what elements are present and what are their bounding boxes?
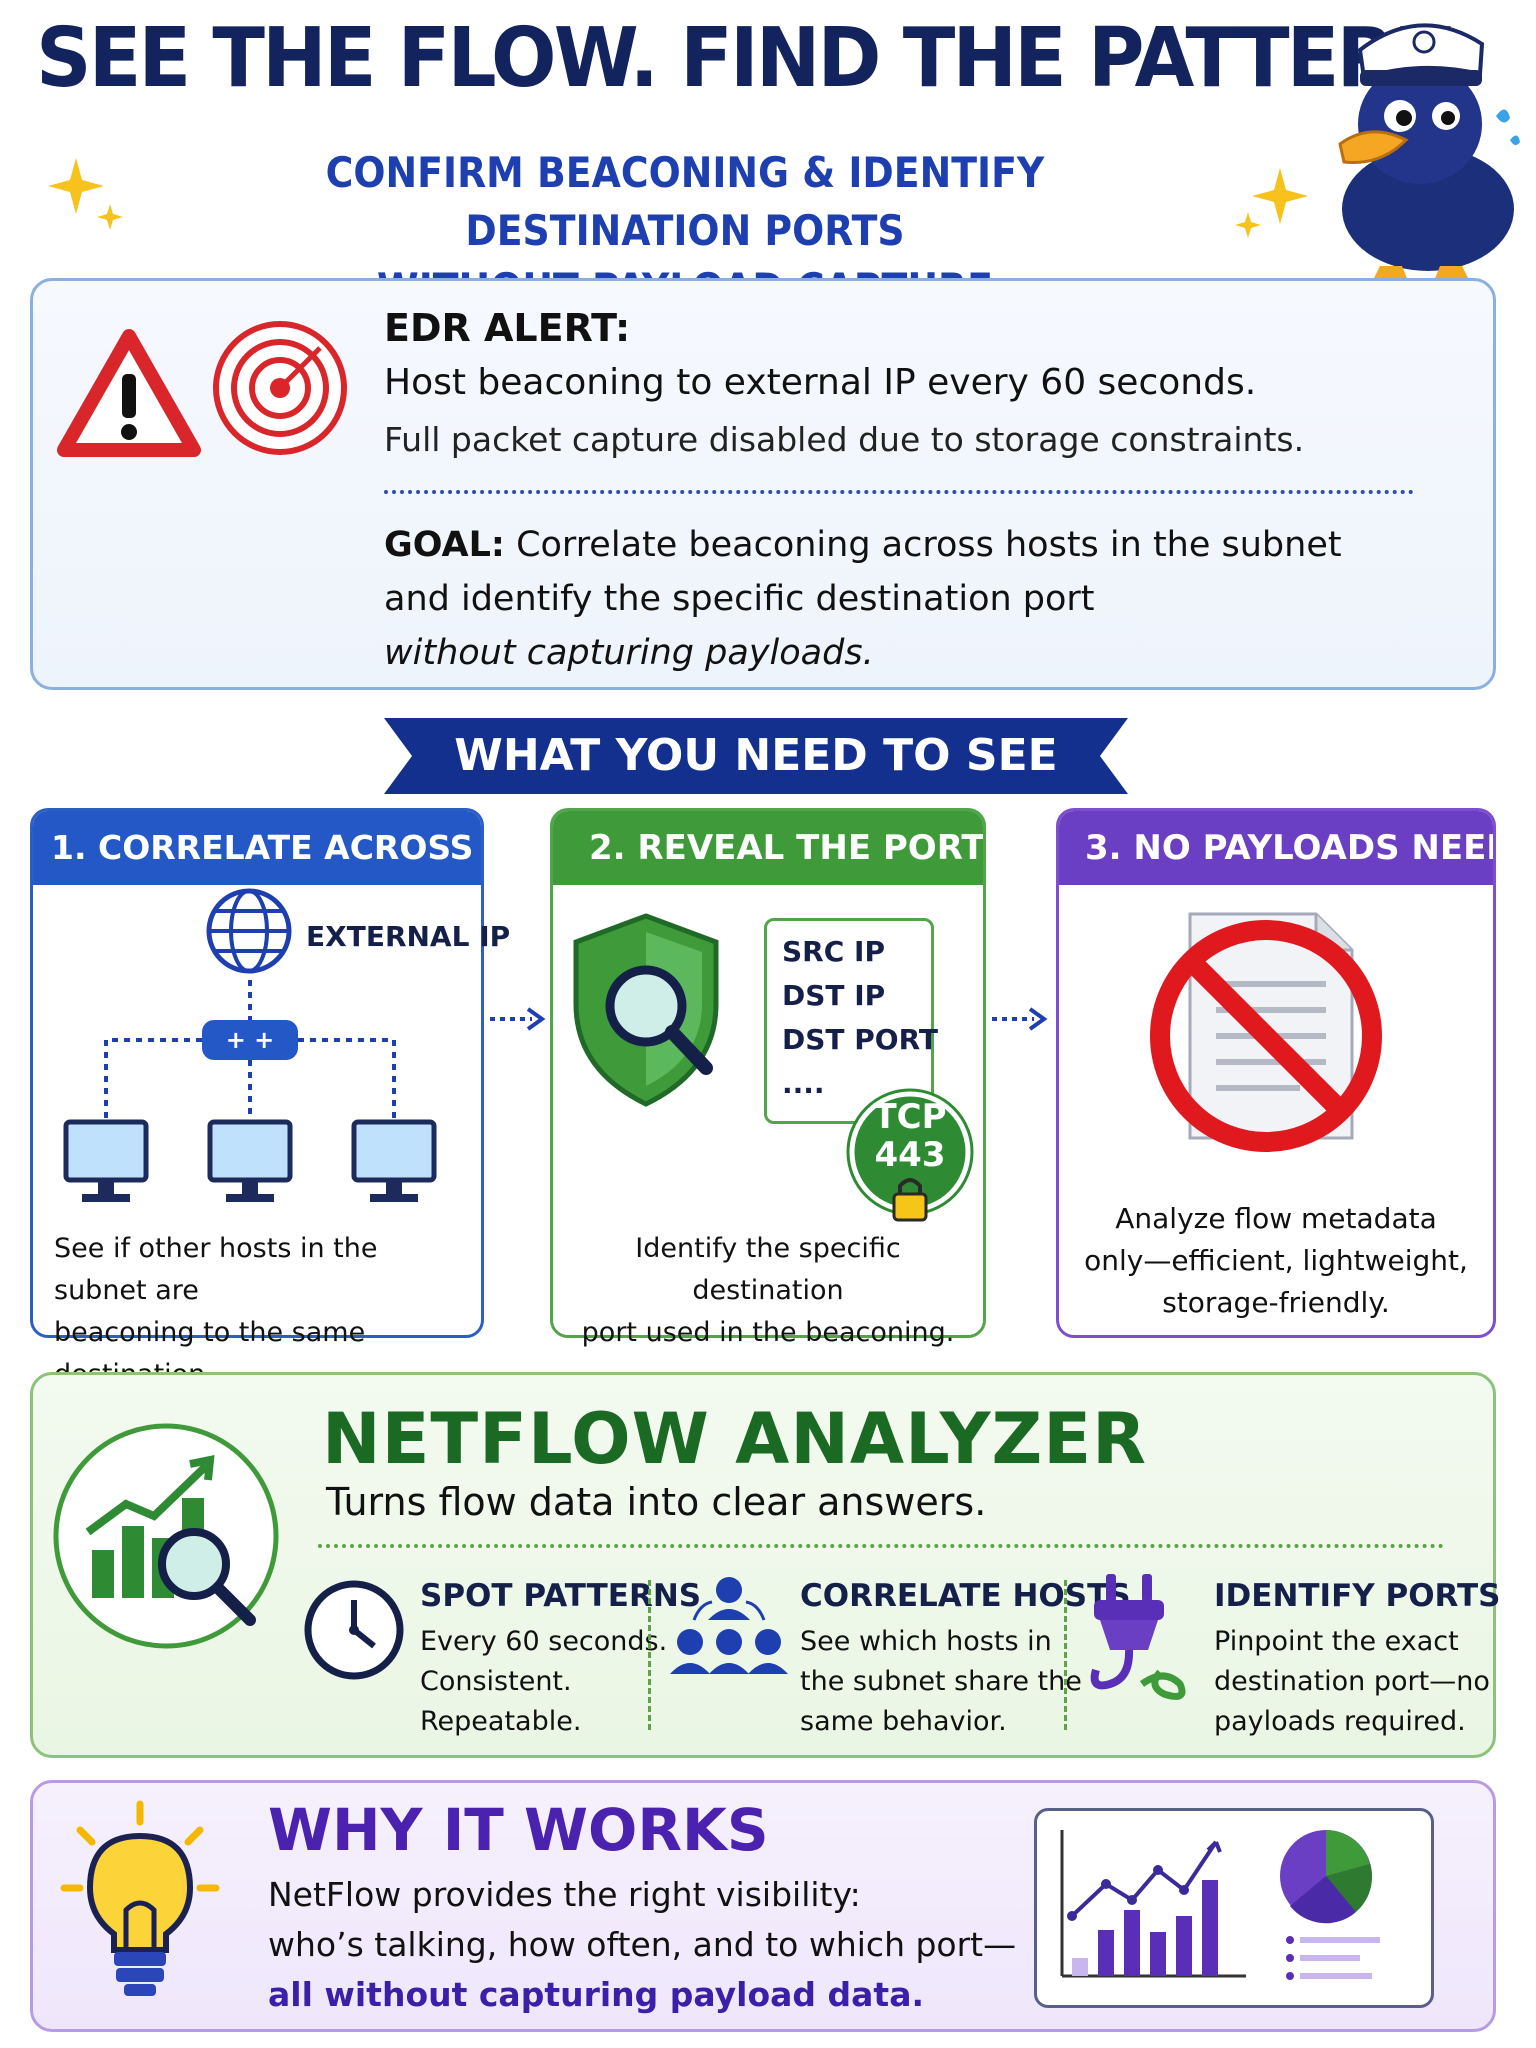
globe-icon bbox=[206, 888, 292, 974]
badge-port: 443 bbox=[874, 1135, 946, 1175]
lock-icon bbox=[892, 1178, 928, 1222]
card-3-description: Analyze flow metadata only—efficient, li… bbox=[1060, 1198, 1492, 1324]
flow-fields-list: SRC IP DST IP DST PORT .... bbox=[782, 930, 938, 1106]
why-title: WHY IT WORKS bbox=[268, 1796, 769, 1864]
goal-line-2: and identify the specific destination po… bbox=[384, 579, 1095, 619]
why-line-3: all without capturing payload data. bbox=[268, 1975, 925, 2014]
shield-search-icon bbox=[573, 913, 719, 1107]
users-group-icon bbox=[670, 1577, 788, 1674]
report-charts-icon bbox=[1060, 1830, 1380, 1980]
card-no-payloads: 3. NO PAYLOADS NEEDED bbox=[1056, 808, 1496, 1338]
feature-2-line-2: the subnet share the bbox=[800, 1666, 1082, 1697]
feature-spot-patterns-title: SPOT PATTERNS bbox=[420, 1578, 702, 1614]
feature-identify-ports-title: IDENTIFY PORTS bbox=[1214, 1578, 1501, 1614]
warning-icon bbox=[57, 329, 201, 457]
svg-text:+ +: + + bbox=[226, 1026, 275, 1054]
duck-mascot-icon bbox=[1338, 23, 1520, 286]
subtitle-line-1: CONFIRM BEACONING & IDENTIFY DESTINATION… bbox=[325, 148, 1045, 255]
plug-icon bbox=[1090, 1574, 1186, 1700]
feature-2-line-1: See which hosts in bbox=[800, 1626, 1052, 1657]
netflow-divider bbox=[318, 1544, 1444, 1548]
card-1-description: See if other hosts in the subnet are bea… bbox=[54, 1228, 474, 1396]
network-diagram: + + bbox=[63, 980, 437, 1202]
badge-protocol: TCP bbox=[873, 1097, 947, 1137]
feature-divider-2 bbox=[1064, 1580, 1067, 1730]
feature-1-line-2: Consistent. bbox=[420, 1666, 572, 1697]
sparkle-icon-right bbox=[1235, 168, 1308, 238]
field-dst-ip: DST IP bbox=[782, 979, 886, 1012]
feature-1-line-1: Every 60 seconds. bbox=[420, 1626, 668, 1657]
field-dst-port: DST PORT bbox=[782, 1023, 938, 1056]
card-2-title: 2. REVEAL THE PORT bbox=[553, 811, 983, 885]
feature-3-line-3: payloads required. bbox=[1214, 1706, 1466, 1737]
card-3-title: 3. NO PAYLOADS NEEDED bbox=[1059, 811, 1493, 885]
feature-3-line-2: destination port—no bbox=[1214, 1666, 1490, 1697]
feature-1-line-3: Repeatable. bbox=[420, 1706, 582, 1737]
alert-divider bbox=[384, 490, 1414, 494]
goal-text: GOAL: Correlate beaconing across hosts i… bbox=[384, 518, 1424, 680]
why-text: NetFlow provides the right visibility: w… bbox=[268, 1870, 1028, 2020]
target-icon bbox=[213, 321, 347, 455]
card-3-desc-line-3: storage-friendly. bbox=[1162, 1286, 1390, 1319]
card-3-desc-line-2: only—efficient, lightweight, bbox=[1084, 1244, 1468, 1277]
alert-line-1: Host beaconing to external IP every 60 s… bbox=[384, 362, 1257, 403]
feature-2-line-3: same behavior. bbox=[800, 1706, 1007, 1737]
feature-correlate-hosts-title: CORRELATE HOSTS bbox=[800, 1578, 1131, 1614]
netflow-title: NETFLOW ANALYZER bbox=[322, 1398, 1147, 1480]
card-2-desc-line-2: port used in the beaconing. bbox=[581, 1317, 955, 1348]
goal-line-3: without capturing payloads. bbox=[384, 633, 874, 673]
flow-fields-panel bbox=[764, 918, 934, 1124]
feature-correlate-hosts-desc: See which hosts in the subnet share the … bbox=[800, 1622, 1082, 1742]
goal-label: GOAL: bbox=[384, 525, 505, 565]
card-1-desc-line-1: See if other hosts in the subnet are bbox=[54, 1233, 378, 1306]
arrow-right-icon bbox=[490, 1007, 546, 1031]
card-3-desc-line-1: Analyze flow metadata bbox=[1115, 1202, 1437, 1235]
tcp-badge-text: TCP 443 bbox=[846, 1098, 974, 1174]
clock-icon bbox=[304, 1580, 404, 1680]
why-line-1: NetFlow provides the right visibility: bbox=[268, 1875, 861, 1914]
field-src-ip: SRC IP bbox=[782, 935, 885, 968]
feature-3-line-1: Pinpoint the exact bbox=[1214, 1626, 1459, 1657]
lightbulb-icon bbox=[60, 1800, 220, 1996]
feature-spot-patterns-desc: Every 60 seconds. Consistent. Repeatable… bbox=[420, 1622, 667, 1742]
goal-line-1: Correlate beaconing across hosts in the … bbox=[504, 525, 1342, 565]
banner-label: WHAT YOU NEED TO SEE bbox=[454, 730, 1058, 781]
alert-heading: EDR ALERT: bbox=[384, 306, 631, 350]
feature-divider bbox=[648, 1580, 651, 1730]
page-title: SEE THE FLOW. FIND THE PATTERN. bbox=[36, 11, 1484, 106]
alert-panel bbox=[30, 278, 1496, 690]
card-2-description: Identify the specific destination port u… bbox=[556, 1228, 980, 1354]
alert-line-2: Full packet capture disabled due to stor… bbox=[384, 420, 1305, 459]
feature-identify-ports-desc: Pinpoint the exact destination port—no p… bbox=[1214, 1622, 1490, 1742]
external-ip-label: EXTERNAL IP bbox=[306, 920, 511, 953]
arrow-right-icon-2 bbox=[992, 1007, 1048, 1031]
computer-icon bbox=[63, 1119, 149, 1202]
tcp-badge bbox=[846, 1088, 974, 1222]
no-document-icon bbox=[1150, 912, 1382, 1152]
sparkle-icon bbox=[48, 158, 123, 230]
field-more: .... bbox=[782, 1067, 825, 1100]
card-1-title: 1. CORRELATE ACROSS HOSTS bbox=[33, 811, 481, 885]
analytics-magnifier-icon bbox=[53, 1423, 279, 1649]
section-banner bbox=[384, 718, 1128, 794]
card-2-desc-line-1: Identify the specific destination bbox=[635, 1233, 901, 1306]
why-line-2: who’s talking, how often, and to which p… bbox=[268, 1925, 1017, 1964]
netflow-subtitle: Turns flow data into clear answers. bbox=[326, 1480, 987, 1524]
